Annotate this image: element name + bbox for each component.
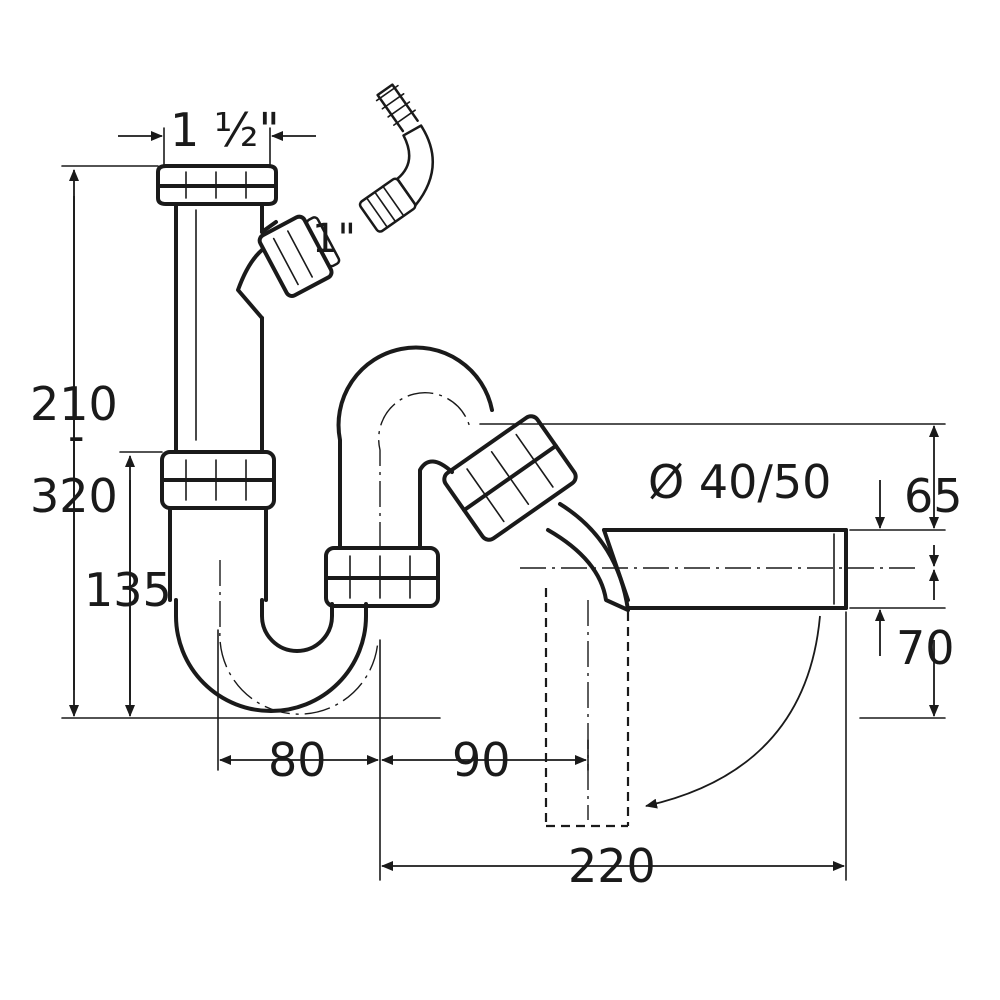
- inlet-size-label: 1 ½": [170, 103, 280, 157]
- tail-piece: [168, 506, 268, 602]
- diameter-label: Ø 40/50: [648, 455, 831, 509]
- vertical-inlet-pipe: [174, 202, 264, 454]
- angled-slip-nut: [442, 414, 578, 542]
- horizontal-outlet-pipe: [520, 528, 920, 610]
- u-trap-nut: [324, 546, 440, 608]
- side-inlet-branch: [236, 214, 341, 320]
- height-135-label: 135: [84, 563, 172, 617]
- swivel-elbow: [546, 502, 630, 612]
- hose-connector-accessory: [358, 83, 434, 233]
- height-separator-label: -: [68, 409, 85, 463]
- dim-90-label: 90: [452, 733, 511, 787]
- upper-return-bend: [336, 345, 494, 550]
- vertical-slip-nut: [160, 450, 276, 510]
- u-trap-bend: [174, 560, 379, 715]
- rotation-arrow: [645, 615, 821, 809]
- side-inlet-size-label: 1": [312, 216, 356, 262]
- dimension-lines: [61, 127, 946, 881]
- height-lower-label: 320: [30, 469, 118, 523]
- height-upper-label: 210: [30, 377, 118, 431]
- alternative-vertical-outlet: [544, 588, 630, 828]
- dim-65-label: 65: [904, 469, 963, 523]
- dim-70-label: 70: [896, 621, 955, 675]
- dim-80-label: 80: [268, 733, 327, 787]
- siphon-body: [156, 83, 920, 828]
- dimension-labels: 1 ½" 1" 210 - 320 135 Ø 40/50 65 70 80 9…: [30, 103, 963, 893]
- top-inlet-nut: [156, 164, 278, 206]
- dim-220-label: 220: [568, 839, 656, 893]
